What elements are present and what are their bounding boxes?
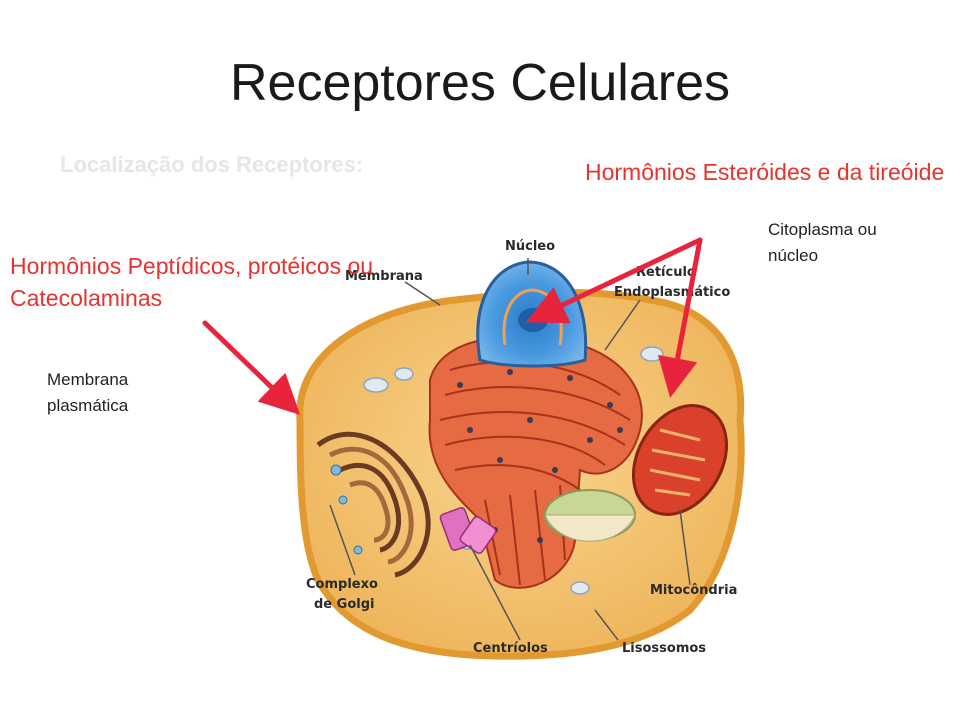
steroid-hormones-label: Hormônios Esteróides e da tireóide	[585, 159, 945, 185]
arrow-to-membrane	[202, 320, 301, 415]
label-lysosomes: Lisossomos	[622, 641, 706, 656]
label-golgi-2: de Golgi	[314, 597, 374, 612]
nucleus	[476, 260, 588, 368]
label-mitochondria: Mitocôndria	[650, 583, 737, 598]
centrioles	[439, 507, 497, 554]
plasma-membrane-label: Membrana plasmática	[47, 370, 129, 416]
golgi-vesicles	[330, 464, 363, 555]
cytoplasm-nucleus-label: Citoplasma ou núcleo	[768, 220, 877, 266]
label-membrane: Membrana	[345, 269, 423, 284]
peptide-hormones-label: Hormônios Peptídicos, protéicos ou Catec…	[10, 253, 374, 312]
mitochondrion	[631, 404, 729, 516]
label-er-1: Retículo	[636, 265, 696, 280]
label-nucleus: Núcleo	[505, 239, 555, 254]
vacuole	[544, 489, 636, 542]
arrow-to-nucleus	[525, 237, 703, 324]
slide-subtitle: Localização dos Receptores:	[60, 152, 364, 177]
golgi-complex	[316, 431, 431, 578]
ribosomes	[457, 369, 623, 543]
arrow-to-cytoplasm	[657, 237, 703, 398]
label-golgi-1: Complexo	[306, 577, 378, 592]
annotation-arrows	[202, 237, 703, 415]
label-er-2: Endoplasmático	[614, 285, 730, 300]
label-centrioles: Centríolos	[473, 641, 548, 656]
slide-title: Receptores Celulares	[229, 54, 731, 112]
leader-lines	[329, 258, 691, 641]
